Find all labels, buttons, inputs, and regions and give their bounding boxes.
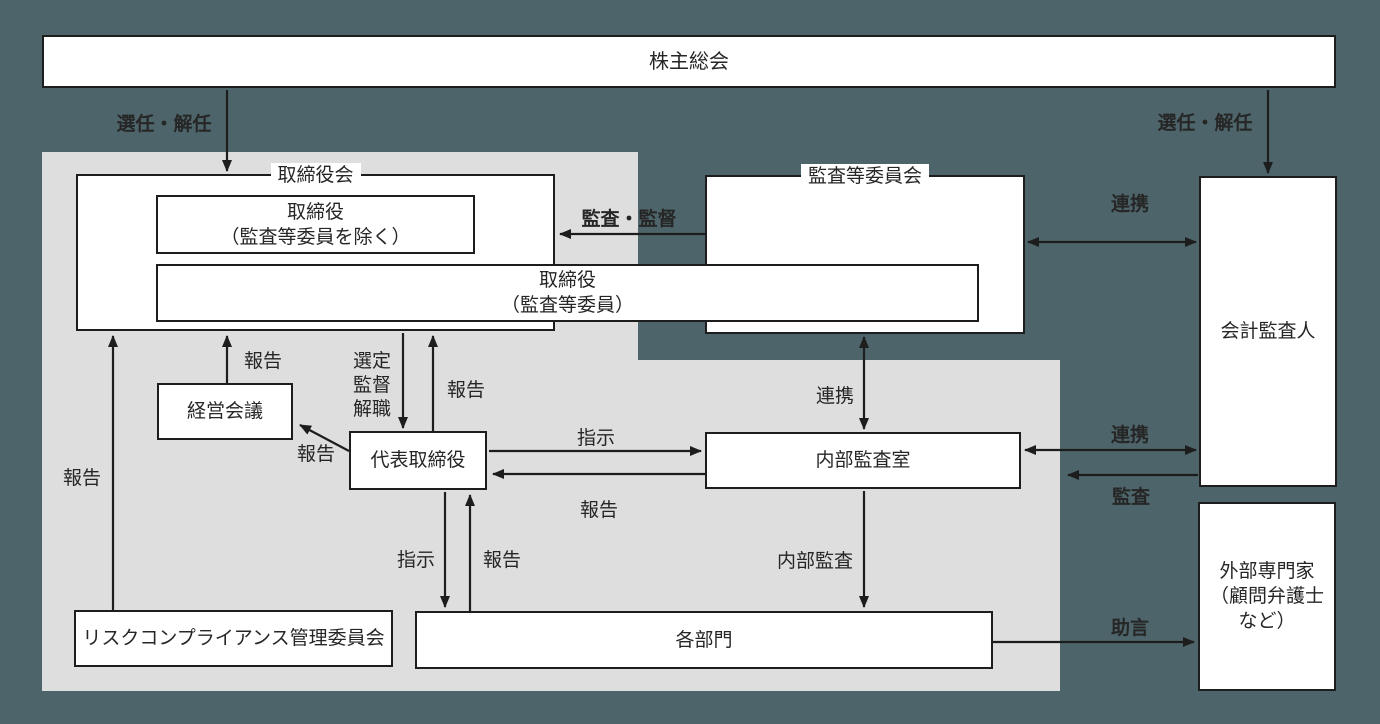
node-representative-director: 代表取締役 — [349, 431, 487, 490]
label-report-internal-to-rep: 報告 — [579, 499, 619, 521]
label-instruct-rep-to-internal: 指示 — [576, 427, 616, 449]
node-shareholders: 株主総会 — [42, 35, 1336, 88]
node-management-meeting: 経営会議 — [157, 383, 293, 440]
label-audit-supervise: 監査・監督 — [581, 208, 677, 230]
node-directors-excluding-audit-members: 取締役 （監査等委員を除く） — [156, 195, 475, 254]
label-internal-audit: 内部監査 — [776, 550, 854, 572]
node-board-of-directors-label: 取締役会 — [270, 163, 361, 188]
node-internal-audit-office: 内部監査室 — [705, 432, 1021, 489]
label-instruct-rep-to-departments: 指示 — [396, 549, 436, 571]
label-report-mgmt-to-board: 報告 — [243, 350, 283, 372]
label-cooperation-internal-auditor: 連携 — [1110, 424, 1150, 446]
label-cooperation-committee-auditor: 連携 — [1110, 193, 1150, 215]
label-advice: 助言 — [1110, 617, 1150, 639]
node-departments: 各部門 — [415, 611, 993, 669]
label-audit-by-auditor: 監査 — [1111, 486, 1151, 508]
node-external-experts: 外部専門家 （顧問弁護士 など） — [1198, 502, 1336, 691]
node-audit-committee-label: 監査等委員会 — [800, 164, 930, 189]
node-directors-audit-committee-members: 取締役 （監査等委員） — [156, 264, 979, 322]
label-report-rep-to-board: 報告 — [446, 379, 486, 401]
label-cooperation-committee-internal: 連携 — [815, 385, 855, 407]
node-risk-compliance-committee: リスクコンプライアンス管理委員会 — [74, 610, 393, 667]
label-report-departments-to-rep: 報告 — [482, 549, 522, 571]
node-accounting-auditor: 会計監査人 — [1199, 176, 1337, 487]
label-appoint-dismiss-left: 選任・解任 — [116, 113, 212, 135]
label-report-risk-to-board: 報告 — [62, 467, 102, 489]
label-report-rep-to-mgmt: 報告 — [296, 443, 336, 465]
label-appoint-dismiss-right: 選任・解任 — [1157, 112, 1253, 134]
label-select-supervise-dismiss: 選定 監督 解職 — [352, 350, 392, 420]
